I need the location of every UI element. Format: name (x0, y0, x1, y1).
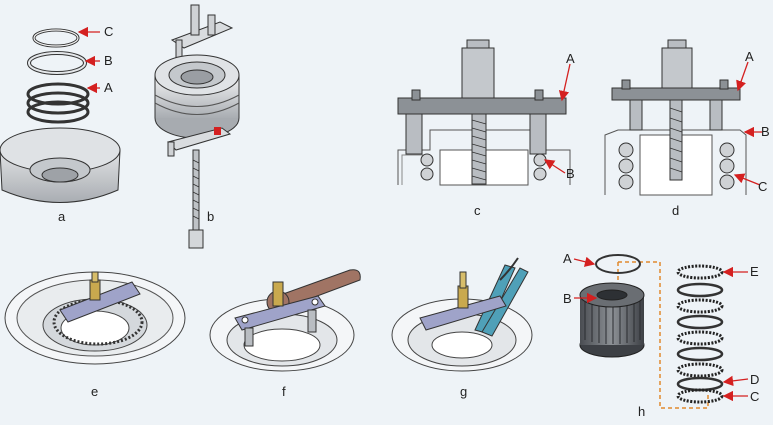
panel-c (397, 39, 571, 186)
panel-a (0, 26, 121, 203)
clutch-drum (579, 282, 645, 358)
center-screw (461, 39, 495, 185)
center-screw-d (661, 39, 693, 181)
label-d-a: A (745, 49, 754, 64)
arrow-d-c (733, 173, 761, 186)
arrow-c-a (558, 63, 571, 102)
caption-e: e (91, 384, 99, 399)
spring-retainer (27, 51, 87, 75)
label-c-b: B (566, 166, 575, 181)
arrow-d-a (736, 61, 749, 92)
caption-a: a (58, 209, 66, 224)
panel-f (209, 269, 361, 372)
label-h-e: E (750, 264, 759, 279)
caption-g: g (460, 384, 468, 399)
panel-d (604, 39, 762, 196)
clutch-plate-stack (676, 264, 724, 404)
compressor-lower-bar (167, 127, 232, 157)
panel-e (4, 271, 186, 365)
label-a-c: C (104, 24, 114, 39)
label-h-d: D (750, 372, 760, 387)
snap-ring (32, 28, 80, 48)
caption-d: d (672, 203, 680, 218)
caption-b: b (207, 209, 215, 224)
clutch-rollers-left (618, 142, 634, 190)
return-spring (26, 82, 90, 124)
compressor-plate-e (59, 271, 141, 323)
caption-h: h (638, 404, 646, 419)
compressor-plate-f (234, 281, 326, 347)
piston-housing (0, 127, 121, 203)
arrow-h-a (573, 256, 596, 267)
compressor-screw (188, 149, 204, 249)
compressor-top-bar (170, 4, 234, 59)
label-h-a: A (563, 251, 572, 266)
clutch-pack-assembly (154, 54, 240, 139)
panel-h (573, 254, 749, 409)
compressor-plate-g (419, 271, 507, 331)
label-h-c: C (750, 389, 760, 404)
spring-coil-ring (52, 298, 144, 346)
label-c-a: A (566, 51, 575, 66)
puller-bar (397, 89, 567, 155)
label-a-b: B (104, 53, 113, 68)
label-d-b: B (761, 124, 770, 139)
label-h-b: B (563, 291, 572, 306)
label-a-a: A (104, 80, 113, 95)
dashed-guide-line (618, 261, 709, 409)
label-d-c: C (758, 179, 768, 194)
panel-b (154, 4, 240, 249)
panel-g (391, 257, 533, 372)
snap-ring-h (595, 254, 641, 274)
arrow-h-d (722, 375, 749, 387)
caption-c: c (474, 203, 481, 218)
arrow-c-b (543, 159, 566, 174)
caption-f: f (282, 384, 286, 399)
housing-outline (397, 129, 571, 185)
clutch-rollers-right (719, 142, 735, 190)
